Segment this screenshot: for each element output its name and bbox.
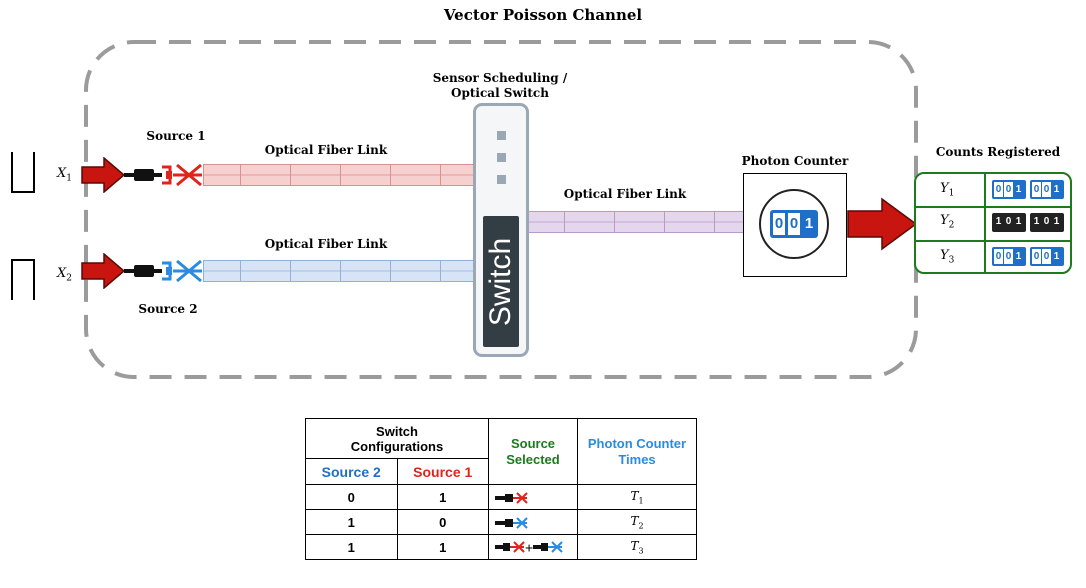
switch-indicator-dot [497,153,506,162]
fiber-label-output: Optical Fiber Link [563,187,687,201]
switch-label: Switch [484,237,517,326]
cell-time: T3 [577,534,697,560]
source-1-icon [495,492,528,504]
table-row: 1 1 + T3 [305,534,697,560]
cell-selected [488,484,578,510]
fiber-label-top: Optical Fiber Link [264,143,388,157]
header-source-selected: Source Selected [488,418,578,485]
input-x2-label: X2 [57,266,72,284]
cell-source2: 0 [305,484,398,510]
input-pulse-1 [11,152,35,193]
cell-source1: 1 [396,534,489,560]
source-1-laser-icon [162,163,202,187]
cell-time: T2 [577,509,697,535]
fiber-label-bottom: Optical Fiber Link [264,237,388,251]
photon-counter: 0 0 1 [743,173,847,277]
input-pulse-2 [11,259,35,300]
optical-fiber-link-2 [203,260,475,282]
photon-counter-display: 0 0 1 [770,210,818,238]
counter-digit: 1 [803,213,815,235]
optical-switch: Switch [473,103,529,357]
switch-indicator-dot [497,131,506,140]
count-label: Y2 [940,213,955,231]
source-2-icon [533,541,563,553]
photon-counter-dial: 0 0 1 [759,189,829,259]
count-label: Y3 [940,248,955,266]
input-arrow-1 [81,157,126,193]
switch-indicator-dot [497,175,506,184]
source-1-label: Source 1 [146,129,206,143]
cell-selected [488,509,578,535]
diagram-title: Vector Poisson Channel [443,6,643,24]
cell-source2: 1 [305,534,398,560]
plus-sign: + [525,539,534,556]
optical-fiber-link-1 [203,164,475,186]
optical-fiber-link-output [527,211,745,233]
source-2-laser-icon [162,259,202,283]
cell-time: T1 [577,484,697,510]
switch-title: Sensor Scheduling / Optical Switch [432,71,568,100]
header-source-2: Source 2 [305,458,398,485]
switch-body: Switch [483,216,519,347]
input-x1-label: X1 [57,166,72,184]
source-1-assembly [81,157,202,193]
table-row: 0 1 T1 [305,484,697,510]
header-photon-counter-times: Photon Counter Times [577,418,697,485]
cell-source1: 0 [396,509,489,535]
table-row: 1 0 T2 [305,509,697,535]
source-2-label: Source 2 [138,302,198,316]
counter-digit: 0 [788,213,800,235]
source-2-assembly [81,253,202,289]
counts-title: Counts Registered [935,145,1061,159]
cell-source2: 1 [305,509,398,535]
header-switch-configurations: Switch Configurations [305,418,489,459]
source-2-icon [495,517,528,529]
header-source-1: Source 1 [396,458,489,485]
output-arrow [847,197,918,251]
input-arrow-2 [81,253,126,289]
cell-source1: 1 [396,484,489,510]
counter-digit: 0 [773,213,785,235]
switch-configuration-table: Switch Configurations Source Selected Ph… [305,418,697,560]
source-1-icon [495,541,525,553]
count-label: Y1 [940,181,955,199]
photon-counter-label: Photon Counter [741,154,849,168]
cell-selected: + [488,534,578,560]
